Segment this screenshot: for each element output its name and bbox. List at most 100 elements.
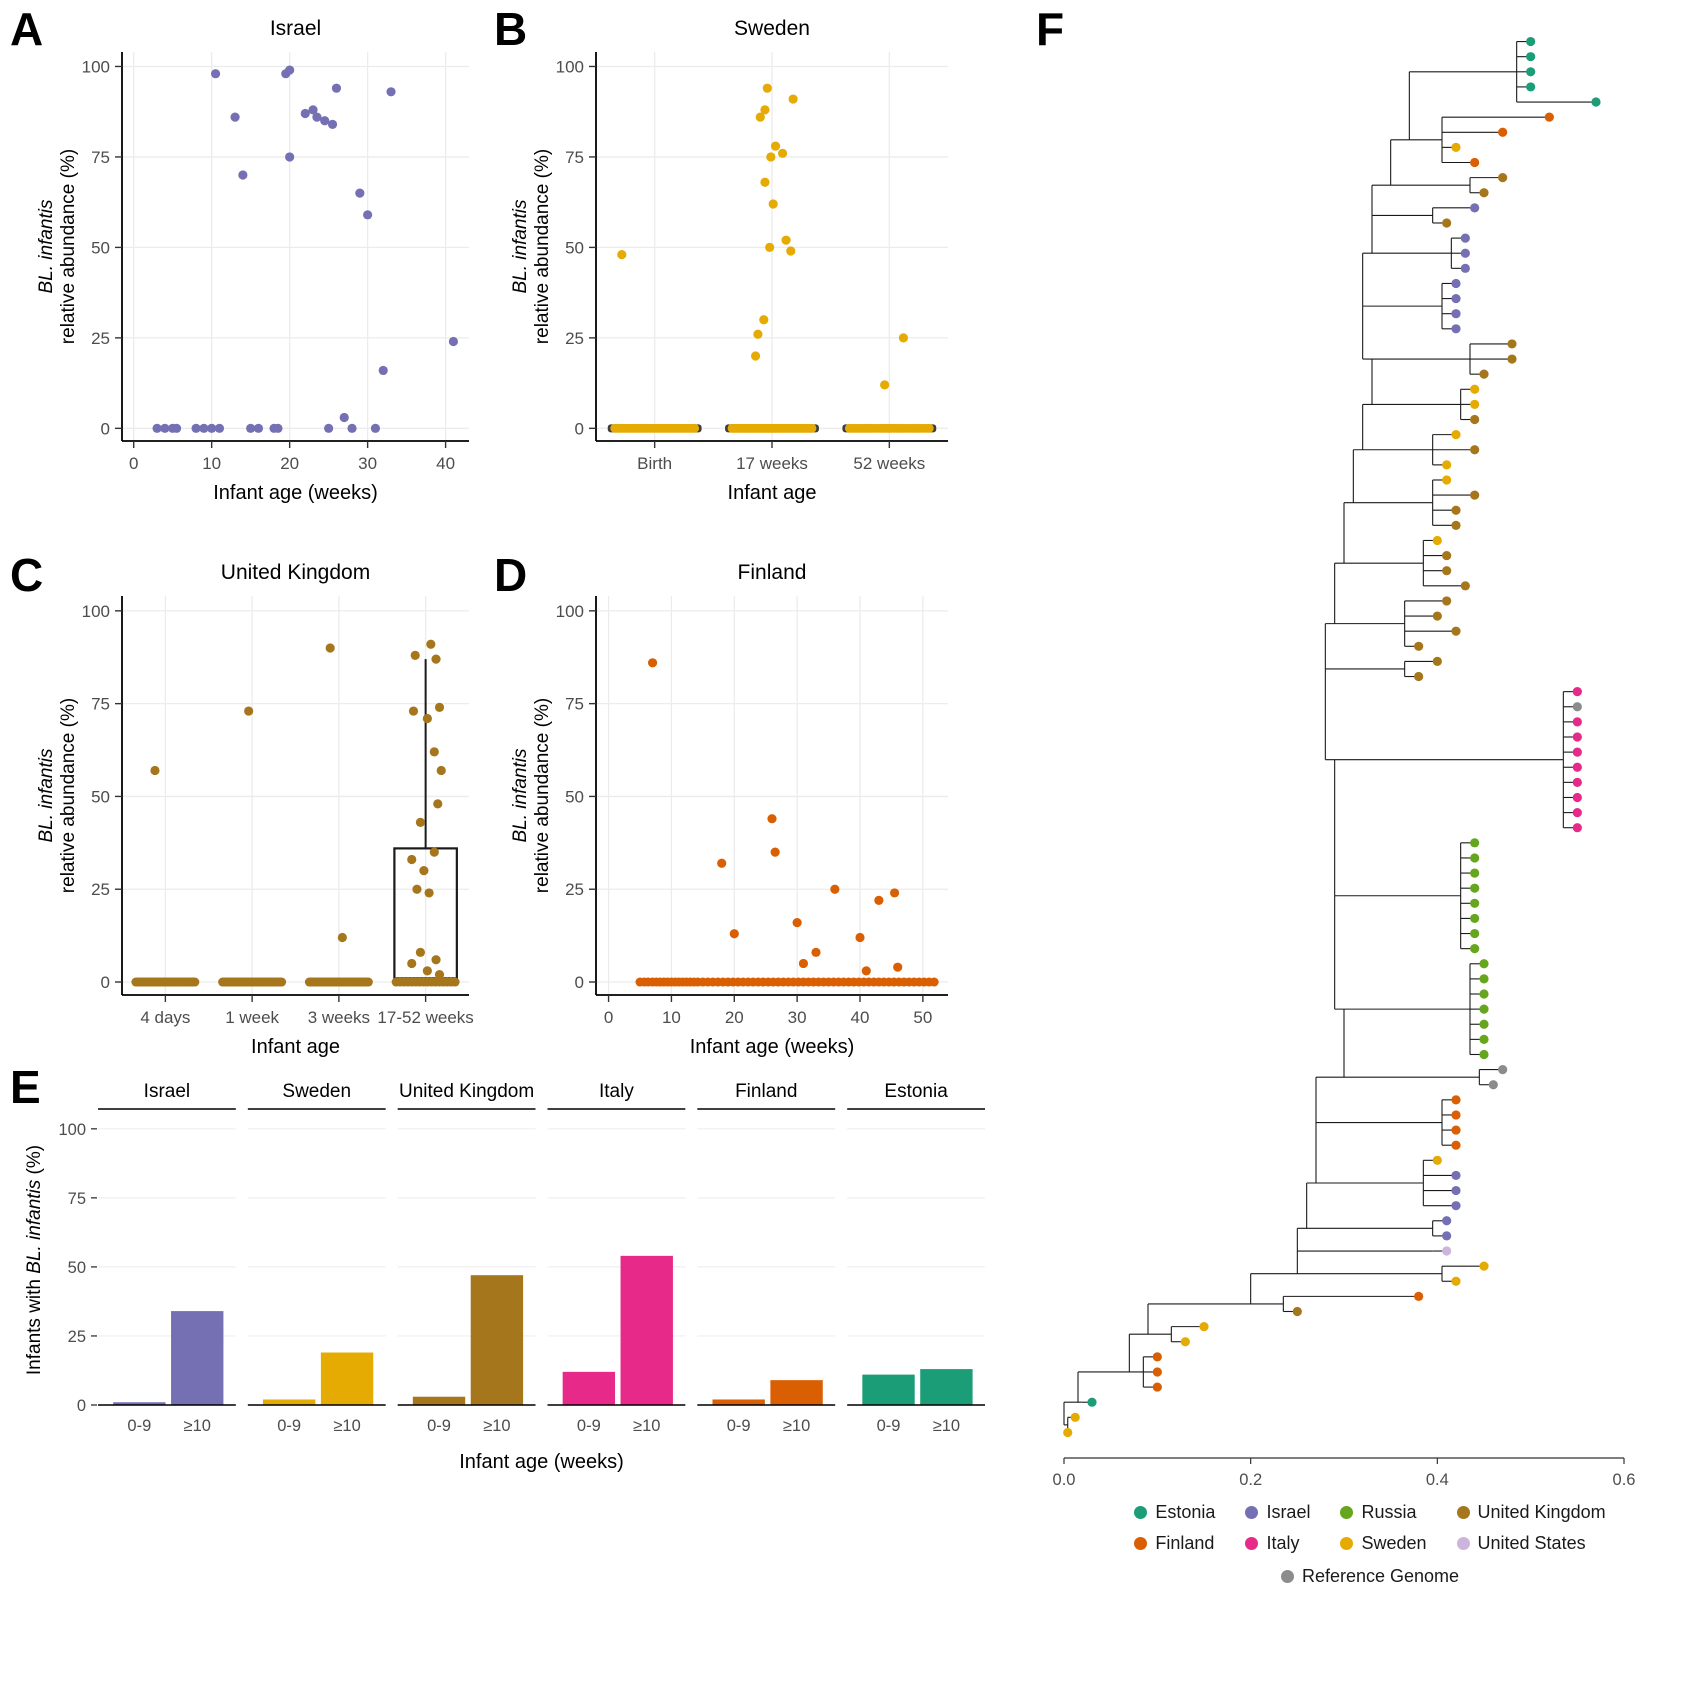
svg-text:3 weeks: 3 weeks	[308, 1008, 370, 1027]
svg-text:≥10: ≥10	[333, 1417, 360, 1435]
svg-text:52 weeks: 52 weeks	[853, 454, 925, 473]
svg-text:50: 50	[91, 787, 110, 806]
legend-color-dot-icon	[1456, 1537, 1470, 1550]
legend-label: United States	[1477, 1533, 1586, 1553]
chart-E: 0 25 50 75 100 Israel 0-9 ≥10 Sweden 0-9 ≥10 United…	[24, 1081, 985, 1473]
svg-text:Italy: Italy	[599, 1081, 634, 1102]
svg-text:75: 75	[91, 695, 110, 714]
svg-text:100: 100	[82, 57, 110, 76]
svg-text:75: 75	[68, 1190, 86, 1208]
svg-text:100: 100	[556, 602, 584, 621]
svg-text:0: 0	[604, 1008, 613, 1027]
svg-text:Estonia: Estonia	[884, 1081, 948, 1102]
legend-item-US: United States	[1456, 1533, 1606, 1554]
svg-text:Birth: Birth	[637, 454, 672, 473]
svg-text:Infant age: Infant age	[251, 1036, 340, 1058]
legend-item-ES: Estonia	[1134, 1502, 1215, 1523]
svg-text:0-9: 0-9	[727, 1417, 751, 1435]
svg-text:25: 25	[565, 880, 584, 899]
legend-color-dot-icon	[1456, 1506, 1470, 1519]
svg-text:17-52 weeks: 17-52 weeks	[377, 1008, 473, 1027]
svg-text:20: 20	[725, 1008, 744, 1027]
legend-reference-row: Reference Genome	[1050, 1566, 1690, 1587]
svg-text:Sweden: Sweden	[734, 17, 810, 40]
svg-text:≥10: ≥10	[184, 1417, 211, 1435]
svg-text:0-9: 0-9	[277, 1417, 301, 1435]
legend-color-dot-icon	[1245, 1506, 1259, 1519]
legend-item-IL: Israel	[1245, 1502, 1310, 1523]
panel-label-f: F	[1036, 3, 1065, 55]
svg-text:0: 0	[77, 1397, 86, 1415]
legend-item-RG: Reference Genome	[1280, 1566, 1460, 1587]
legend-label: Italy	[1266, 1533, 1300, 1553]
legend-color-dot-icon	[1280, 1570, 1294, 1583]
svg-text:40: 40	[851, 1008, 870, 1027]
legend-color-dot-icon	[1245, 1537, 1259, 1550]
svg-text:1 week: 1 week	[225, 1008, 279, 1027]
legend-item-IT: Italy	[1245, 1533, 1310, 1554]
panel-label-c: C	[10, 549, 44, 601]
svg-text:0-9: 0-9	[577, 1417, 601, 1435]
legend-color-dot-icon	[1134, 1537, 1148, 1550]
legend-item-UK: United Kingdom	[1456, 1502, 1606, 1523]
svg-text:0-9: 0-9	[127, 1417, 151, 1435]
svg-text:100: 100	[556, 57, 584, 76]
legend-label: Estonia	[1155, 1502, 1216, 1522]
svg-text:25: 25	[91, 880, 110, 899]
svg-text:Infant age (weeks): Infant age (weeks)	[690, 1036, 855, 1058]
svg-text:BL. infantisrelative abundance: BL. infantisrelative abundance (%)	[36, 149, 79, 344]
svg-text:100: 100	[58, 1121, 86, 1139]
svg-text:0-9: 0-9	[877, 1417, 901, 1435]
svg-text:Sweden: Sweden	[282, 1081, 351, 1102]
svg-text:≥10: ≥10	[783, 1417, 810, 1435]
svg-text:50: 50	[68, 1259, 86, 1277]
svg-text:0.2: 0.2	[1239, 1471, 1262, 1489]
svg-text:10: 10	[662, 1008, 681, 1027]
svg-text:0: 0	[129, 454, 138, 473]
svg-text:≥10: ≥10	[633, 1417, 660, 1435]
svg-text:25: 25	[68, 1328, 86, 1346]
svg-text:25: 25	[91, 329, 110, 348]
svg-text:Infant age (weeks): Infant age (weeks)	[213, 482, 378, 504]
svg-text:United Kingdom: United Kingdom	[221, 561, 370, 584]
svg-text:BL. infantisrelative abundance: BL. infantisrelative abundance (%)	[36, 698, 79, 893]
svg-text:BL. infantisrelative abundance: BL. infantisrelative abundance (%)	[510, 149, 553, 344]
svg-text:≥10: ≥10	[483, 1417, 510, 1435]
svg-text:United Kingdom: United Kingdom	[399, 1081, 534, 1102]
svg-text:Israel: Israel	[270, 17, 321, 40]
svg-text:0.4: 0.4	[1426, 1471, 1449, 1489]
svg-text:Infant age: Infant age	[728, 482, 817, 504]
svg-text:75: 75	[565, 148, 584, 167]
svg-text:0: 0	[575, 973, 584, 992]
legend-label: Sweden	[1361, 1533, 1427, 1553]
svg-text:50: 50	[91, 238, 110, 257]
legend-item-SE: Sweden	[1340, 1533, 1427, 1554]
svg-text:50: 50	[913, 1008, 932, 1027]
svg-text:75: 75	[91, 148, 110, 167]
legend-item-RU: Russia	[1340, 1502, 1426, 1523]
panel-label-e: E	[10, 1061, 41, 1113]
legend-label: Russia	[1361, 1502, 1417, 1522]
svg-text:Infants with BL. infantis (%): Infants with BL. infantis (%)	[24, 1145, 45, 1375]
svg-text:100: 100	[82, 602, 110, 621]
svg-text:10: 10	[202, 454, 221, 473]
svg-text:BL. infantisrelative abundance: BL. infantisrelative abundance (%)	[510, 698, 553, 893]
svg-text:Finland: Finland	[735, 1081, 797, 1102]
legend-label: Reference Genome	[1301, 1566, 1460, 1586]
svg-text:0: 0	[101, 419, 110, 438]
bar-panel-prevalence: 0 25 50 75 100 Israel 0-9 ≥10 Sweden 0-9 ≥10 United…	[18, 1075, 993, 1485]
legend-label: United Kingdom	[1477, 1502, 1606, 1522]
svg-text:25: 25	[565, 329, 584, 348]
svg-text:Israel: Israel	[144, 1081, 190, 1102]
